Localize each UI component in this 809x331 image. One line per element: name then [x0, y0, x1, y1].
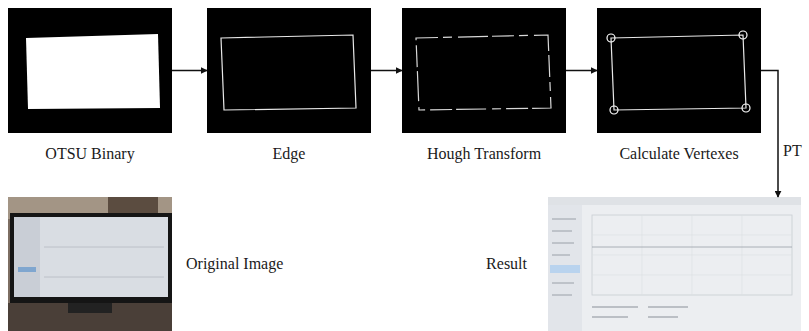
image-panel: Result: [548, 197, 801, 331]
panel-caption: Edge: [273, 144, 306, 163]
panel-caption: Hough Transform: [427, 144, 541, 163]
hough-image: [402, 8, 566, 133]
image-panel: Edge: [207, 8, 371, 133]
flow-arrow: [371, 70, 402, 72]
flow-arrow: [172, 70, 207, 72]
original-photo: [8, 197, 172, 331]
panel-caption: OTSU Binary: [45, 144, 134, 163]
panel-caption: Calculate Vertexes: [619, 144, 738, 163]
panel-caption: Result: [486, 254, 527, 273]
result-screen: [548, 197, 801, 331]
flow-arrow: [761, 71, 778, 198]
image-panel: Calculate Vertexes: [597, 8, 761, 133]
binary-image: [8, 8, 172, 133]
image-panel: OTSU Binary: [8, 8, 172, 133]
edge-image: [207, 8, 371, 133]
image-panel: Original Image: [8, 197, 172, 331]
flow-arrow: [566, 70, 597, 72]
vertex-image: [597, 8, 761, 133]
image-panel: Hough Transform: [402, 8, 566, 133]
panel-caption: Original Image: [186, 254, 283, 273]
edge-label: PT: [782, 141, 803, 160]
